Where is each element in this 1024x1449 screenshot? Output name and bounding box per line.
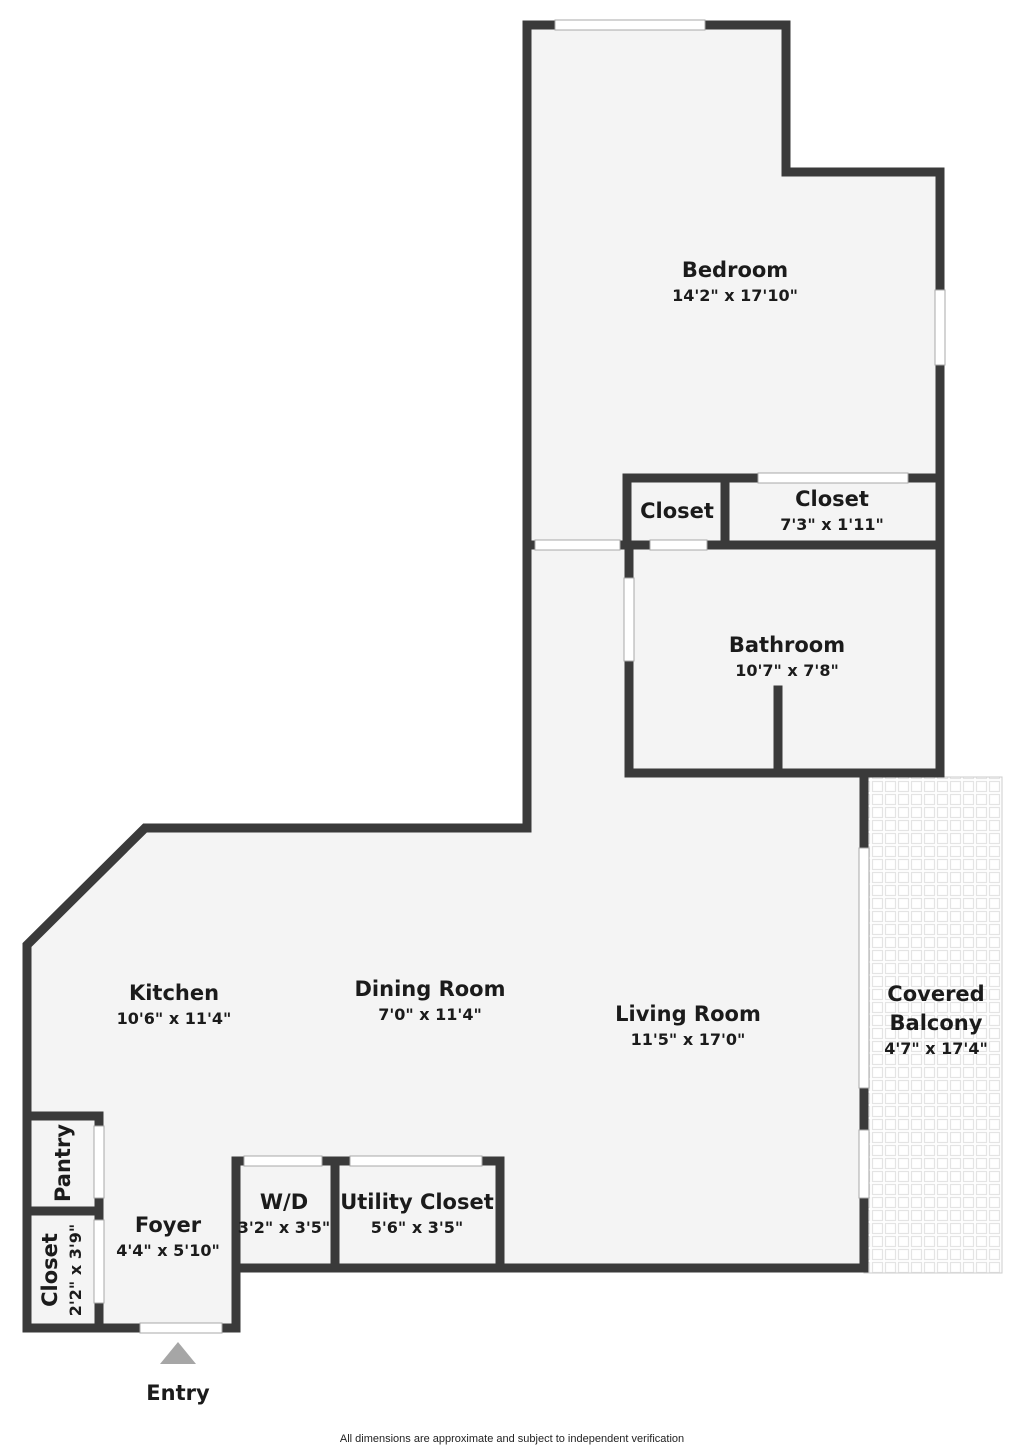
pantry-floor [27,1118,99,1205]
entry-door [139,1322,223,1334]
living-room-name: Living Room [615,1002,761,1026]
covered-balcony-floor [863,776,1003,1274]
covered-balcony-dims: 4'7" x 17'4" [884,1039,988,1058]
closet-foyer-dims: 2'2" x 3'9" [66,1224,85,1316]
floor-areas [27,27,1003,1328]
balcony-slider [858,847,870,1089]
pantry-door [93,1125,105,1199]
foyer-dims: 4'4" x 5'10" [116,1241,220,1260]
entry-marker: Entry [146,1342,210,1405]
entry-label: Entry [146,1381,210,1405]
entry-arrow-icon [160,1342,196,1364]
closet-foyer-door [93,1219,105,1304]
main-floor [27,27,940,1328]
covered-balcony-name-line1: Covered [887,982,984,1006]
disclaimer: All dimensions are approximate and subje… [340,1433,684,1445]
bedroom-name: Bedroom [682,258,788,282]
bedroom-dims: 14'2" x 17'10" [672,286,798,305]
dining-room-dims: 7'0" x 11'4" [378,1005,482,1024]
room-labels: Bedroom 14'2" x 17'10" Closet Closet 7'3… [38,258,988,1316]
living-room-dims: 11'5" x 17'0" [631,1030,746,1049]
bedroom-right-window [934,289,946,366]
foyer-name: Foyer [135,1213,202,1237]
closet-wide-dims: 7'3" x 1'11" [780,515,884,534]
utility-door [349,1155,483,1167]
bathroom-door [623,577,635,662]
utility-closet-dims: 5'6" x 3'5" [371,1218,463,1237]
bathroom-dims: 10'7" x 7'8" [735,661,839,680]
living-window [858,1129,870,1199]
kitchen-dims: 10'6" x 11'4" [117,1009,232,1028]
bedroom-top-window [554,19,706,31]
wd-dims: 3'2" x 3'5" [238,1218,330,1237]
openings [93,19,946,1334]
dining-room-name: Dining Room [355,977,506,1001]
wd-door [243,1155,323,1167]
kitchen-name: Kitchen [129,981,219,1005]
closet-foyer-floor [27,1215,99,1328]
closet-wide-door [757,472,909,484]
bedroom-doorway [534,539,621,551]
closet-wide-name: Closet [795,487,869,511]
bathroom-name: Bathroom [729,633,845,657]
closet-small-door [649,539,708,551]
covered-balcony-name-line2: Balcony [890,1011,983,1035]
utility-closet-name: Utility Closet [340,1190,494,1214]
closet-foyer-name: Closet [38,1233,62,1307]
wd-name: W/D [260,1190,308,1214]
pantry-name: Pantry [51,1124,75,1202]
closet-small-name: Closet [640,499,714,523]
